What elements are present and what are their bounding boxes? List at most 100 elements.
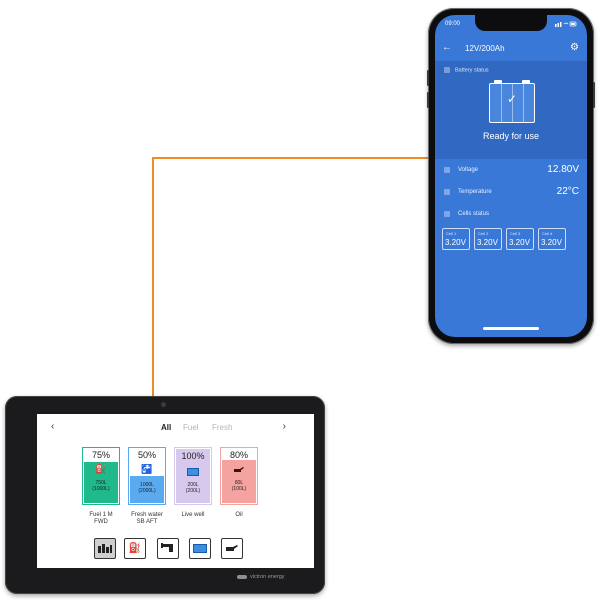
voltage-label: Voltage (458, 167, 479, 173)
tank-level-fill: ⛽ 750L (1000L) (84, 462, 118, 503)
tank-capacity: (2000L) (138, 488, 156, 494)
voltage-icon (444, 167, 450, 173)
livewell-filter-button[interactable] (189, 538, 211, 559)
status-bar: 09:00 (435, 15, 587, 33)
phone-volume-up (427, 70, 429, 86)
tablet-screen: ‹ All Fuel Fresh › 75% ⛽ 750L (1000L) Fu… (37, 414, 314, 568)
temperature-label: Temperature (458, 189, 492, 195)
fuel-filter-button[interactable]: ⛽ (124, 538, 146, 559)
tank-volume: 750L (95, 480, 107, 486)
brand-logo: victron energy (237, 574, 285, 580)
status-icons (555, 21, 577, 29)
live-well-icon (193, 543, 207, 553)
tablet-device: ‹ All Fuel Fresh › 75% ⛽ 750L (1000L) Fu… (5, 396, 325, 594)
cell-voltage: 3.20V (509, 238, 530, 247)
water-tap-icon: 🚰 (141, 464, 153, 474)
tank-percent: 80% (229, 450, 248, 460)
connector-path (152, 157, 428, 396)
all-tanks-icon (98, 543, 112, 553)
battery-graphic: ✓ (489, 80, 535, 123)
battery-state-text: Ready for use (482, 131, 540, 141)
phone-screen: 09:00 ← 12V/200Ah ⚙ Battery status (435, 15, 587, 337)
tank-fresh-water[interactable]: 50% 🚰 1000L (2000L) (128, 447, 166, 505)
tank-volume: 80L (234, 480, 244, 486)
battery-cell-divider (501, 84, 502, 122)
battery-status-label: Battery status (455, 67, 489, 74)
battery-terminal-left (494, 80, 502, 83)
cell-name: Cell 3 (510, 231, 521, 236)
cell-box: Cell 3 3.20V (506, 228, 534, 250)
tank-name-oil: Oil (214, 512, 264, 519)
tank-percent: 75% (91, 450, 110, 460)
tank-percent: 100% (181, 451, 205, 461)
tank-capacity: (200L) (185, 488, 201, 494)
temperature-row[interactable]: Temperature 22°C (435, 183, 587, 203)
thermometer-icon (444, 189, 450, 195)
voltage-row[interactable]: Voltage 12.80V (435, 161, 587, 181)
brand-mark-icon (237, 574, 247, 579)
filter-tab-fresh[interactable]: Fresh (212, 423, 233, 432)
cell-name: Cell 1 (446, 231, 457, 236)
gear-icon[interactable]: ⚙ (570, 42, 579, 53)
tank-name-fresh-water: Fresh water SB AFT (122, 512, 172, 526)
temperature-value: 22°C (556, 186, 579, 197)
home-indicator[interactable] (483, 327, 539, 330)
tank-live-well[interactable]: 100% 200L (200L) (174, 447, 212, 505)
tank-percent: 50% (137, 450, 156, 460)
phone-notch (475, 15, 547, 31)
tank-name-live-well: Live well (168, 512, 218, 519)
battery-cell-divider (512, 84, 513, 122)
cells-status-label: Cells status (458, 211, 490, 217)
freshwater-filter-button[interactable] (157, 538, 179, 559)
tank-name-line: SB AFT (136, 519, 158, 525)
filter-tab-all[interactable]: All (161, 423, 172, 432)
oil-can-icon (222, 464, 256, 474)
signal-wifi-battery-icon (555, 21, 577, 27)
tank-level-fill: 80L (100L) (222, 460, 256, 503)
phone-power-button (593, 82, 595, 108)
cells-status-row: Cells status (435, 205, 587, 225)
status-time: 09:00 (445, 21, 461, 27)
tank-capacity: (1000L) (92, 486, 110, 492)
tank-name-line: Fuel 1 M (89, 512, 113, 518)
tank-level-fill: 100% 200L (200L) (176, 449, 210, 503)
fuel-pump-icon: ⛽ (128, 543, 142, 554)
all-tanks-button[interactable] (94, 538, 116, 559)
tank-name-line: Live well (181, 512, 205, 518)
app-header: ← 12V/200Ah ⚙ (435, 39, 587, 59)
phone-device: 09:00 ← 12V/200Ah ⚙ Battery status (427, 8, 595, 344)
oil-filter-button[interactable] (221, 538, 243, 559)
cell-name: Cell 4 (542, 231, 553, 236)
cell-voltage: 3.20V (541, 238, 562, 247)
tank-capacity: (100L) (231, 486, 247, 492)
fuel-pump-icon: ⛽ (95, 464, 107, 474)
tank-name-line: Fresh water (131, 512, 163, 518)
battery-status-icon (444, 67, 450, 73)
cell-box: Cell 1 3.20V (442, 228, 470, 250)
arrow-left-icon[interactable]: ← (442, 42, 452, 53)
check-icon: ✓ (506, 92, 518, 106)
tank-volume: 200L (187, 482, 199, 488)
battery-terminal-right (522, 80, 530, 83)
battery-cell-divider (523, 84, 524, 122)
battery-status-card: Battery status ✓ Ready for use (435, 61, 587, 159)
tank-oil[interactable]: 80% 80L (100L) (220, 447, 258, 505)
water-tap-icon (161, 542, 173, 552)
oil-can-icon (226, 545, 238, 552)
chevron-right-icon[interactable]: › (282, 421, 286, 432)
tank-level-fill: 🚰 1000L (2000L) (130, 464, 164, 503)
cell-box: Cell 4 3.20V (538, 228, 566, 250)
filter-tab-fuel[interactable]: Fuel (183, 423, 199, 432)
live-well-icon (176, 466, 210, 476)
voltage-value: 12.80V (547, 164, 579, 175)
tank-name-line: FWD (94, 519, 108, 525)
tank-name-fuel: Fuel 1 M FWD (76, 512, 126, 526)
brand-name: victron energy (250, 574, 285, 580)
tank-volume: 1000L (140, 482, 154, 488)
chevron-left-icon[interactable]: ‹ (51, 421, 55, 432)
tablet-camera (161, 402, 166, 407)
app-title: 12V/200Ah (465, 44, 505, 53)
cells-icon (444, 211, 450, 217)
tank-fuel[interactable]: 75% ⛽ 750L (1000L) (82, 447, 120, 505)
